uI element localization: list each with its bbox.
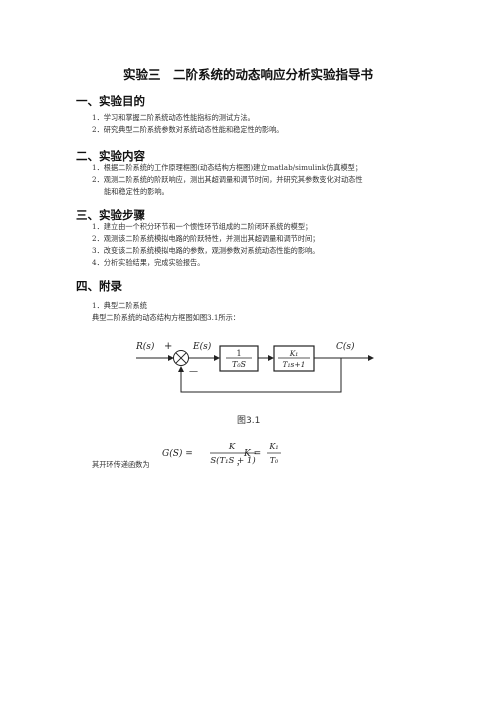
text-line: 典型二阶系统的动态结构方框图如图3.1所示： <box>92 313 240 322</box>
text-line: 3．改变该二阶系统模拟电路的参数，观测参数对系统动态性能的影响。 <box>92 246 320 255</box>
text-line: 2．观测二阶系统的阶跃响应，测出其超调量和调节时间，并研究其参数变化对动态性 <box>92 175 363 184</box>
text-line: 1．根据二阶系统的工作原理框图(动态结构方框图)建立matlab/simulin… <box>92 163 363 172</box>
minus-sign: — <box>189 367 198 377</box>
inertia-block: K₁ T₁s+1 <box>273 345 315 372</box>
block1-numerator: 1 <box>236 349 241 358</box>
document-title: 实验三 二阶系统的动态响应分析实验指导书 <box>122 67 373 82</box>
output-label: C(s) <box>336 341 355 352</box>
formula-denominator: S(T₁S + 1) <box>210 455 255 466</box>
text-line: 1．学习和掌握二阶系统动态性能指标的测试方法。 <box>92 113 255 122</box>
text-line: 1．建立由一个积分环节和一个惯性环节组成的二阶闭环系统的模型； <box>92 222 313 231</box>
transfer-function-formula: G(S) = K S(T₁S + 1) <box>162 442 256 466</box>
comma: ， <box>236 458 246 468</box>
text-line: 能和稳定性的影响。 <box>104 187 169 196</box>
k-formula: K = K₁ T₀ <box>243 442 281 465</box>
block2-denominator: T₁s+1 <box>283 360 306 369</box>
k-numerator: K₁ <box>268 442 278 451</box>
block-diagram: R(s) + — E(s) 1 T₀S K₁ T₁s+1 <box>136 341 374 393</box>
block2-numerator: K₁ <box>289 349 299 358</box>
block1-denominator: T₀S <box>232 360 247 369</box>
text-line: 2．研究典型二阶系统参数对系统动态性能和稳定性的影响。 <box>92 125 284 134</box>
error-label: E(s) <box>192 341 212 352</box>
section-heading-purpose: 一、实验目的 <box>76 94 145 108</box>
summing-junction <box>173 350 189 366</box>
text-line: 4．分析实验结果，完成实验报告。 <box>92 258 205 267</box>
formula-numerator: K <box>228 442 236 452</box>
open-loop-text: 其开环传递函数为 <box>92 460 150 469</box>
text-line: 2．观测该二阶系统模拟电路的阶跃特性，并测出其超调量和调节时间； <box>92 234 320 243</box>
section-heading-appendix: 四、附录 <box>76 279 122 293</box>
text-line: 1．典型二阶系统 <box>92 301 147 310</box>
plus-sign: + <box>164 341 172 352</box>
formula-lhs: G(S) = <box>162 448 193 459</box>
section-heading-steps: 三、实验步骤 <box>76 208 145 222</box>
k-denominator: T₀ <box>270 456 279 465</box>
input-label: R(s) <box>136 341 155 352</box>
section-heading-content: 二、实验内容 <box>76 149 145 163</box>
figure-caption: 图3.1 <box>237 416 261 426</box>
integrator-block: 1 T₀S <box>219 345 259 372</box>
k-lhs: K = <box>243 449 261 459</box>
